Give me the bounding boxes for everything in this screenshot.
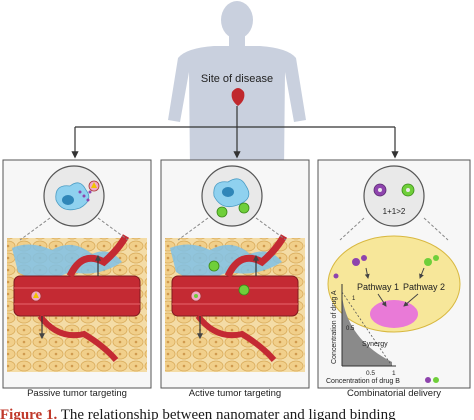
pathway-1-label: Pathway 1 [357, 282, 399, 292]
caption-prefix: Figure 1. [0, 407, 58, 420]
tumor-region [170, 244, 282, 279]
site-of-disease-label: Site of disease [201, 73, 273, 85]
x-tick-mid: 0.5 [366, 370, 375, 377]
synergy-region-label: Synergy [362, 341, 388, 348]
synergy-region [342, 296, 392, 366]
x-axis-label: Concentration of drug B [326, 378, 400, 385]
caption-text: The relationship between nanomater and l… [57, 407, 396, 420]
organ-icon [231, 88, 245, 106]
panel-combinatorial: 1+1>2 Pathway 1 Pathway 2 1 0.5 Synergy … [317, 159, 471, 399]
tumor-region [12, 244, 122, 279]
panel-passive: Passive tumor targeting [2, 159, 152, 399]
synergy-label: 1+1>2 [383, 207, 406, 216]
x-tick-end: 1 [392, 370, 396, 377]
panel-label-passive: Passive tumor targeting [27, 388, 127, 399]
y-tick-mid: 0.5 [346, 326, 355, 332]
nucleus [370, 300, 418, 328]
panel-label-combinatorial: Combinatorial delivery [347, 388, 441, 399]
panel-active: Active tumor targeting [160, 159, 310, 399]
connector-arrows [71, 106, 399, 159]
y-axis-label: Concentration of drug A [331, 290, 338, 364]
panel-label-active: Active tumor targeting [189, 388, 281, 399]
figure-caption: Figure 1. The relationship between nanom… [0, 403, 474, 420]
isobologram-plot: 1 0.5 Synergy 0.5 1 Concentration of dru… [326, 273, 439, 385]
zoom-circle [363, 165, 425, 227]
pathway-2-label: Pathway 2 [403, 282, 445, 292]
blood-vessel [171, 275, 299, 317]
y-tick-end: 1 [352, 296, 356, 302]
ligand-nanoparticle-icon [216, 206, 228, 218]
blood-vessel [13, 275, 141, 317]
